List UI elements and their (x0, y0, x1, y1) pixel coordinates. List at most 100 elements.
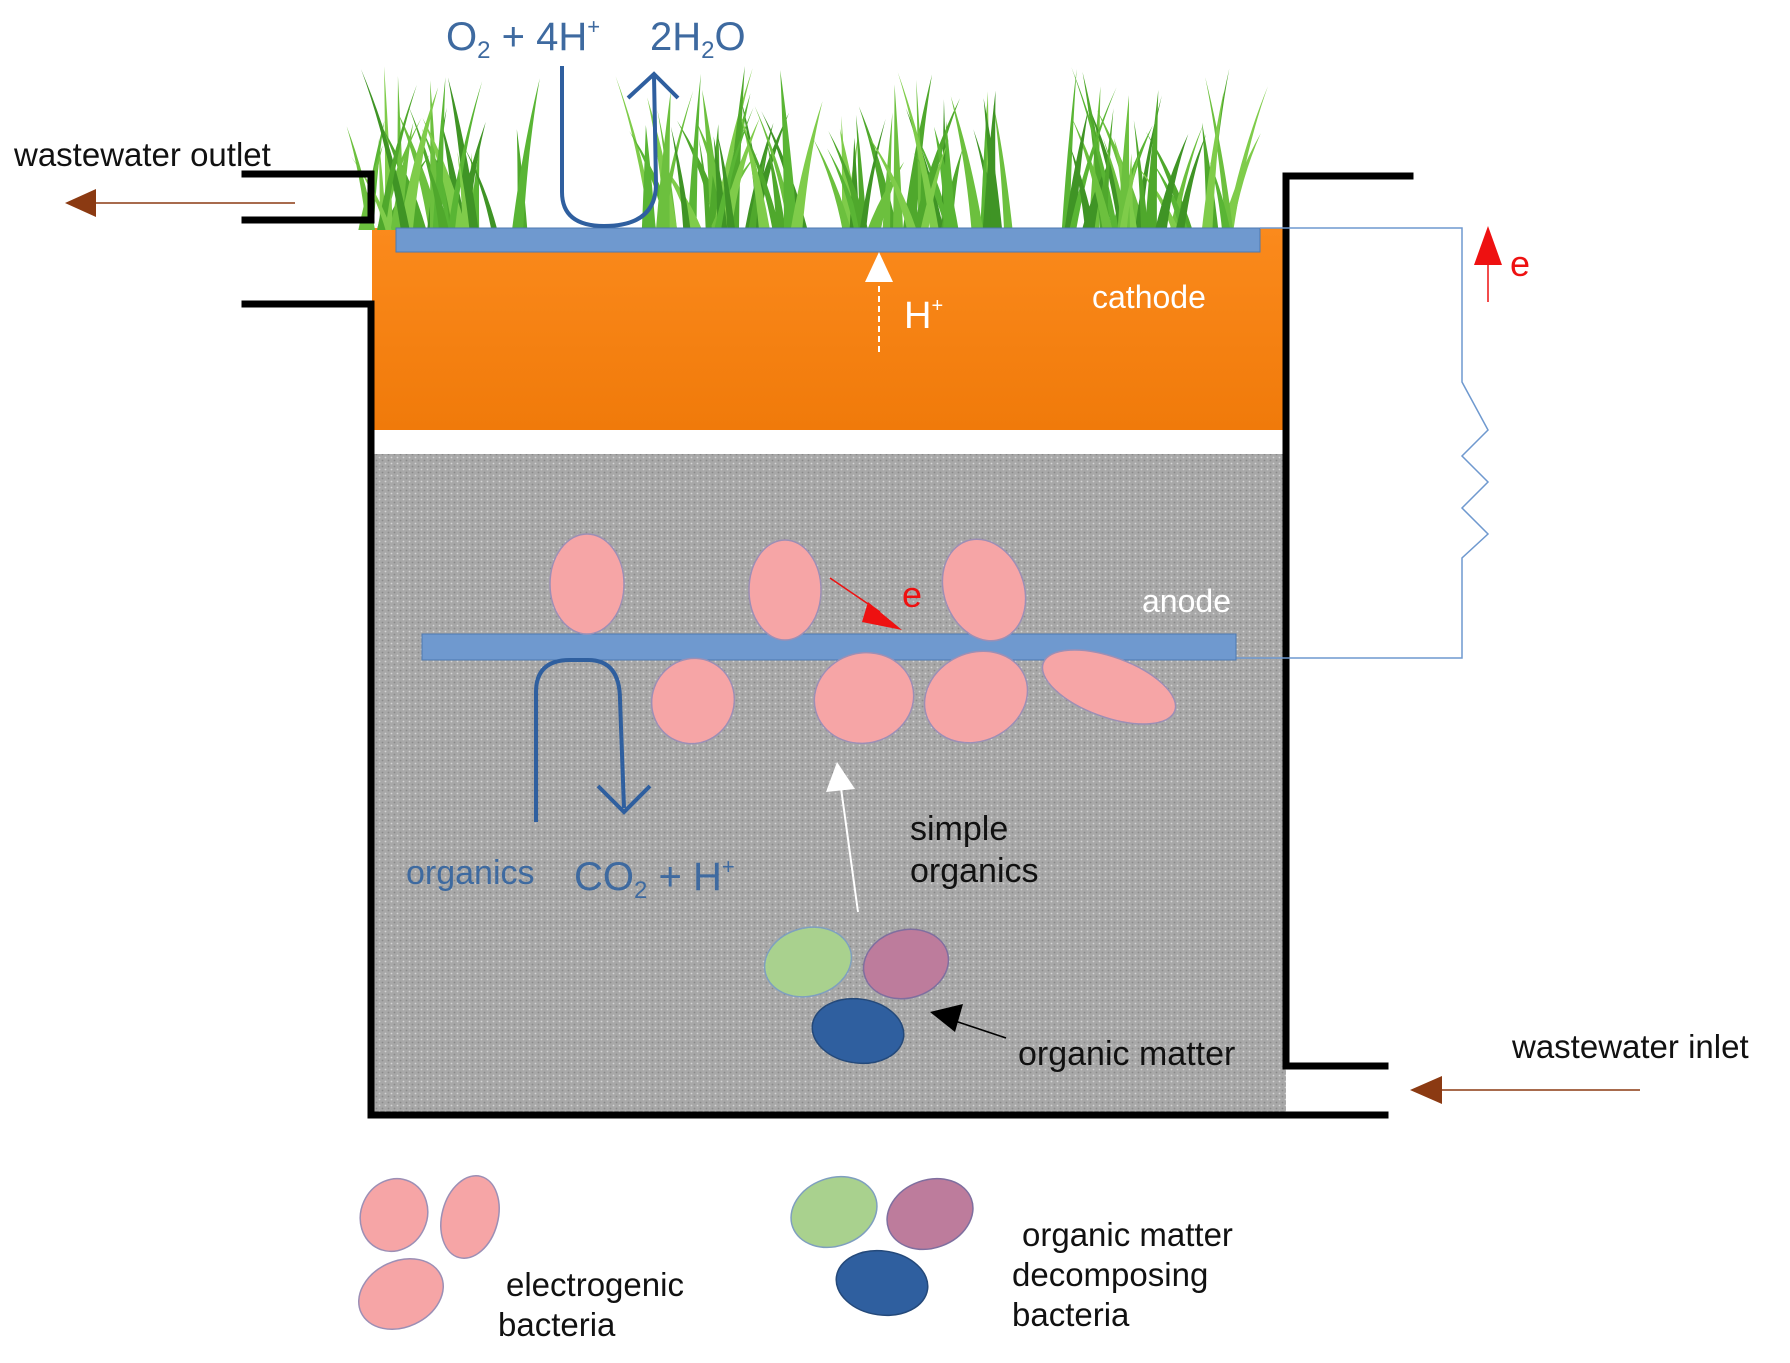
legend-decomposer-icons (790, 1175, 974, 1317)
proton-migration-arrowhead (865, 252, 893, 282)
grass-blade (943, 121, 957, 232)
grass-blade (360, 69, 410, 231)
grass-blade (740, 113, 771, 230)
electrogenic-bacterium (923, 650, 1029, 744)
grass-blade (897, 72, 940, 233)
grass-blade (767, 143, 786, 230)
grass-blade (739, 120, 781, 230)
anode-label: anode (1142, 583, 1231, 619)
legend-decomposer-blue (835, 1249, 929, 1317)
inlet-label: wastewater inlet (1511, 1028, 1749, 1065)
grass-blade (377, 84, 417, 230)
cathode-layer (372, 228, 1286, 430)
grass-blade (983, 98, 1003, 232)
decomposer-bacterium-purple (862, 928, 950, 1000)
grass-blade (717, 133, 736, 230)
grass-blade (1070, 146, 1096, 232)
cathode-reaction-arrowhead (626, 71, 680, 100)
cathode-reaction-arrow (560, 66, 659, 229)
legend-electrogenic-bacterium (440, 1175, 500, 1259)
legend-electrogenic-icons (358, 1175, 500, 1330)
grass-blade (841, 115, 849, 232)
outlet-arrowhead (65, 189, 96, 217)
grass-blade (744, 122, 774, 230)
grass-blade (464, 147, 498, 230)
grass-blade (399, 87, 439, 231)
grass-blade (698, 138, 712, 230)
grass-blade (390, 122, 414, 230)
electrogenic-bacterium (813, 651, 915, 745)
legend-decomposer-purple (886, 1177, 974, 1251)
grass-blade (457, 151, 470, 230)
grass-blade (1119, 152, 1140, 232)
electrogenic-bacterium (941, 538, 1027, 642)
organic-matter-pointer-head (930, 1004, 963, 1032)
grass-blade (656, 157, 703, 230)
legend-electrogenic-bacterium (358, 1258, 444, 1330)
grass-blade (670, 126, 691, 230)
grass-plants (346, 65, 1268, 233)
inlet-arrowhead (1410, 1076, 1442, 1104)
grass-blade (912, 98, 960, 232)
legend-decomposer-green (790, 1175, 878, 1249)
grass-blade (1154, 133, 1189, 232)
grass-blade (855, 114, 868, 232)
cathode-reaction-output: 2H2O (650, 15, 746, 64)
grass-blade (1103, 138, 1130, 232)
electrogenic-bacterium (650, 657, 736, 745)
grass-blade (813, 138, 852, 232)
anode-reaction-arrowhead (596, 784, 652, 815)
grass-blade (1220, 133, 1261, 232)
anode-electrode (421, 633, 1237, 661)
cathode-electrode (395, 227, 1261, 253)
grass-blade (950, 96, 984, 232)
simple-organics-arrowhead (826, 762, 855, 792)
grass-blade (447, 81, 483, 230)
grass-blade (1133, 120, 1149, 232)
external-circuit-wire (1236, 227, 1490, 659)
electron-label-anode: e (902, 574, 922, 615)
grass-blade (827, 148, 864, 232)
proton-label: H+ (904, 295, 943, 337)
grass-blade (655, 91, 671, 230)
grass-blade (512, 78, 540, 230)
electrogenic-bacterium (1041, 649, 1177, 725)
grass-blade (714, 107, 754, 230)
cathode-reaction-input: O2 + 4H+ (446, 14, 600, 64)
grass-blade (993, 104, 1013, 232)
outlet-label: wastewater outlet (13, 136, 271, 173)
electron-transfer-arrowhead (862, 602, 902, 630)
grass-blade (1205, 77, 1234, 232)
grass-blade (1201, 91, 1224, 232)
grass-blade (1061, 69, 1077, 233)
anode-reaction-arrow (534, 658, 626, 822)
grass-blade (780, 69, 798, 231)
grass-blade (1144, 89, 1159, 232)
grass-blade (902, 74, 933, 233)
decomposer-bacterium-blue (811, 997, 905, 1065)
decomposer-bacterium-green (763, 926, 853, 998)
simple-organics-arrow (840, 787, 859, 913)
legend-electrogenic-bacterium (359, 1177, 429, 1253)
electron-label-circuit: e (1510, 243, 1530, 284)
tank-walls (241, 170, 1414, 1119)
organic-matter-label: organic matter (1018, 1035, 1235, 1073)
electrogenic-bacteria-group (549, 533, 1177, 745)
grass-blade (687, 73, 701, 230)
grass-blade (790, 101, 823, 230)
anode-reaction-input: organics (406, 854, 535, 892)
electrogenic-bacterium (549, 533, 625, 635)
anode-chamber (372, 454, 1286, 1112)
cathode-label: cathode (1092, 279, 1206, 315)
grass-blade (1175, 133, 1207, 232)
grass-blade (828, 130, 869, 232)
grass-blade (424, 155, 449, 230)
grass-blade (440, 120, 467, 230)
electron-flow-arrowhead (1474, 226, 1502, 265)
grass-blade (1071, 116, 1114, 232)
grass-blade (713, 68, 753, 231)
